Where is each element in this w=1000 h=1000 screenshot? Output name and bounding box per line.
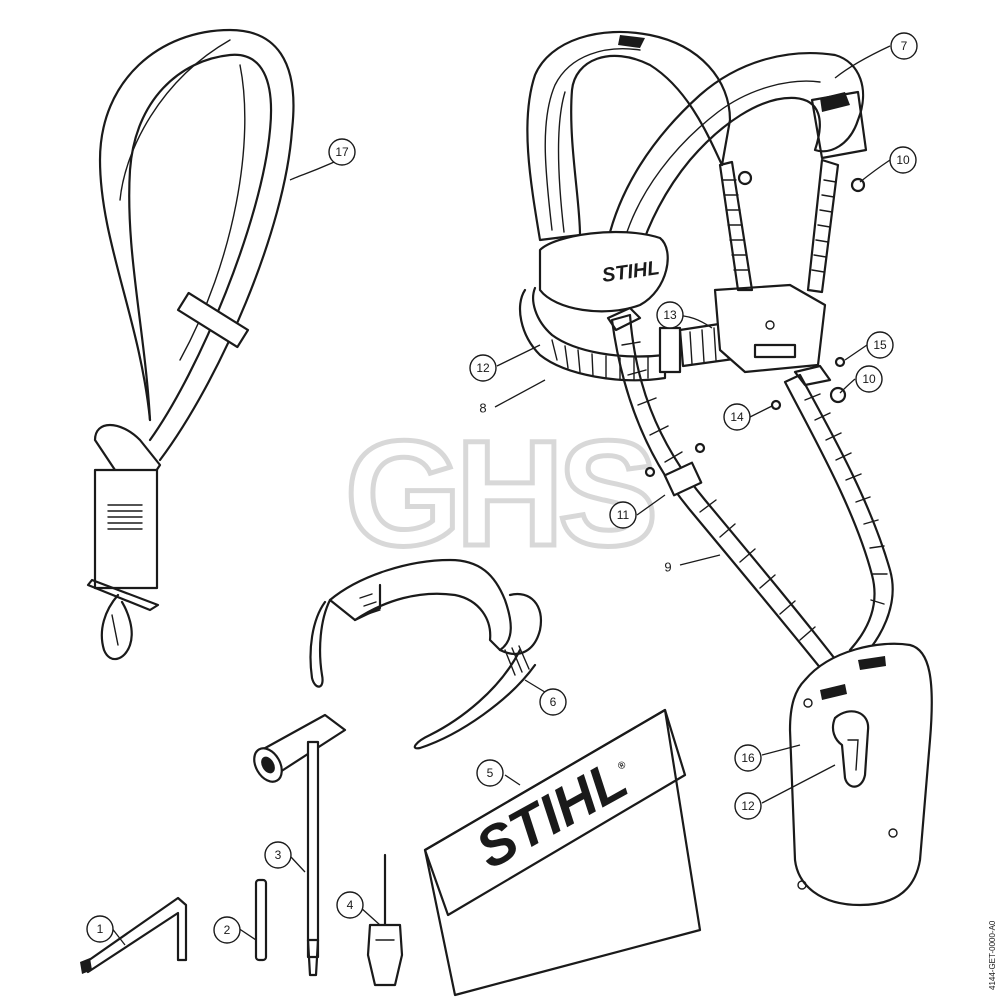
svg-text:14: 14 [730, 410, 744, 424]
callout-1: 1 [86, 915, 114, 943]
callout-12-right: 13 [656, 301, 684, 329]
watermark: GHS [345, 409, 653, 577]
callout-17: 17 [328, 138, 356, 166]
callout-11: 11 [609, 501, 637, 529]
label-8: 8 [479, 401, 486, 416]
callout-15: 16 [734, 744, 762, 772]
svg-text:3: 3 [275, 848, 282, 862]
svg-text:11: 11 [617, 508, 630, 522]
safety-glasses-part [309, 558, 543, 750]
fastener-screws [644, 356, 846, 478]
hex-key-part [80, 896, 188, 974]
svg-text:1: 1 [97, 922, 104, 936]
callout-5: 5 [476, 759, 504, 787]
callout-16: 12 [734, 792, 762, 820]
reference-code: 4144-GET-0000-A0 [988, 920, 997, 990]
svg-text:10: 10 [862, 372, 876, 386]
svg-text:5: 5 [487, 766, 494, 780]
pin-part [254, 878, 268, 962]
tool-pouch-part: STIHL ® [423, 708, 702, 997]
label-9: 9 [664, 560, 671, 575]
svg-text:12: 12 [476, 361, 490, 375]
svg-text:16: 16 [741, 751, 755, 765]
svg-text:15: 15 [873, 338, 887, 352]
callout-3: 3 [264, 841, 292, 869]
callout-2: 2 [213, 916, 241, 944]
callout-14: 15 [866, 331, 894, 359]
leader-lines [110, 45, 891, 946]
callout-10-bottom: 10 [855, 365, 883, 393]
svg-text:6: 6 [550, 695, 557, 709]
shoulder-strap-part [86, 28, 295, 661]
full-harness-part: STIHL [518, 30, 933, 907]
callout-7: 7 [890, 32, 918, 60]
callout-4: 4 [336, 891, 364, 919]
svg-text:12: 12 [741, 799, 755, 813]
combination-wrench-part [253, 713, 347, 977]
svg-text:4: 4 [347, 898, 354, 912]
svg-text:10: 10 [896, 153, 910, 167]
callout-10-top: 10 [889, 146, 917, 174]
strap-grip-lines [107, 504, 143, 530]
svg-text:7: 7 [901, 39, 908, 53]
callout-13: 14 [723, 403, 751, 431]
callout-12-left: 12 [469, 354, 497, 382]
callout-6: 6 [539, 688, 567, 716]
screwdriver-part [366, 853, 404, 987]
svg-text:13: 13 [663, 308, 677, 322]
svg-text:17: 17 [335, 145, 349, 159]
svg-text:2: 2 [224, 923, 231, 937]
